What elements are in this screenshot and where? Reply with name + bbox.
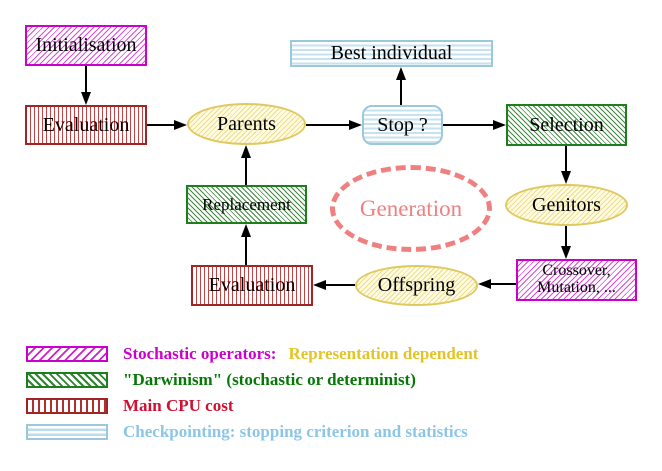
- replacement-label: Replacement: [202, 194, 291, 214]
- parents-ellipse: Parents: [187, 103, 306, 145]
- arrow-replacement-parents-head: [241, 145, 251, 158]
- arrow-replacement-parents-line: [245, 157, 247, 185]
- initialisation-box: Initialisation: [25, 25, 147, 66]
- arrow-parents-stop-line: [306, 124, 349, 126]
- selection-label: Selection: [529, 113, 604, 136]
- arrow-stop-selection-head: [493, 120, 506, 130]
- stop-box: Stop ?: [362, 105, 443, 145]
- arrow-init-eval-head: [81, 92, 91, 105]
- arrow-genitors-crossover-head: [561, 246, 571, 259]
- arrow-offspring-eval-head: [313, 280, 326, 290]
- crossover-label-line1: Crossover,: [542, 262, 611, 280]
- evaluation-top-box: Evaluation: [25, 105, 147, 145]
- replacement-box: Replacement: [186, 185, 307, 224]
- legend-swatch-cpu-cost: [26, 398, 108, 414]
- arrow-selection-genitors-head: [561, 171, 571, 184]
- parents-label: Parents: [217, 112, 276, 135]
- best-individual-box: Best individual: [290, 40, 493, 67]
- legend-swatch-darwinism: [26, 372, 108, 388]
- best-individual-label: Best individual: [330, 42, 453, 64]
- legend-label-darwinism: "Darwinism" (stochastic or determinist): [123, 370, 416, 389]
- offspring-ellipse: Offspring: [355, 265, 478, 306]
- arrow-eval-replacement-line: [245, 236, 247, 265]
- legend-label-stochastic-operators: Stochastic operators:: [123, 344, 277, 363]
- arrow-eval-parents-head: [174, 120, 187, 130]
- legend-label-cpu-cost: Main CPU cost: [123, 396, 234, 415]
- genitors-label: Genitors: [532, 193, 601, 216]
- arrow-eval-parents-line: [147, 124, 175, 126]
- evaluation-top-label: Evaluation: [42, 113, 130, 136]
- crossover-mutation-box: Crossover, Mutation, ...: [516, 259, 637, 301]
- arrow-stop-best-head: [396, 67, 406, 80]
- arrow-init-eval-line: [85, 66, 87, 94]
- generation-ellipse: Generation: [330, 165, 492, 252]
- legend-swatch-checkpointing: [26, 424, 108, 440]
- initialisation-label: Initialisation: [35, 34, 137, 56]
- arrow-crossover-offspring-line: [490, 283, 516, 285]
- arrow-crossover-offspring-head: [478, 279, 491, 289]
- arrow-stop-best-line: [400, 79, 402, 105]
- legend-row-stochastic-operators: Stochastic operators: Representation depe…: [123, 344, 478, 364]
- generation-label: Generation: [359, 195, 463, 221]
- genitors-ellipse: Genitors: [505, 184, 628, 226]
- crossover-label-line2: Mutation, ...: [537, 279, 616, 296]
- selection-box: Selection: [506, 104, 627, 146]
- offspring-label: Offspring: [377, 274, 456, 296]
- legend-label-representation-dependent: Representation dependent: [288, 344, 479, 363]
- arrow-stop-selection-line: [443, 124, 494, 126]
- arrow-eval-replacement-head: [241, 224, 251, 237]
- arrow-selection-genitors-line: [565, 146, 567, 172]
- arrow-offspring-eval-line: [325, 284, 355, 286]
- evaluation-bottom-box: Evaluation: [191, 265, 313, 306]
- legend-swatch-stochastic-operators: [26, 346, 108, 362]
- stop-label: Stop ?: [377, 113, 428, 136]
- arrow-parents-stop-head: [349, 120, 362, 130]
- arrow-genitors-crossover-line: [565, 226, 567, 248]
- evaluation-bottom-label: Evaluation: [208, 274, 296, 296]
- legend-label-checkpointing: Checkpointing: stopping criterion and st…: [123, 422, 468, 441]
